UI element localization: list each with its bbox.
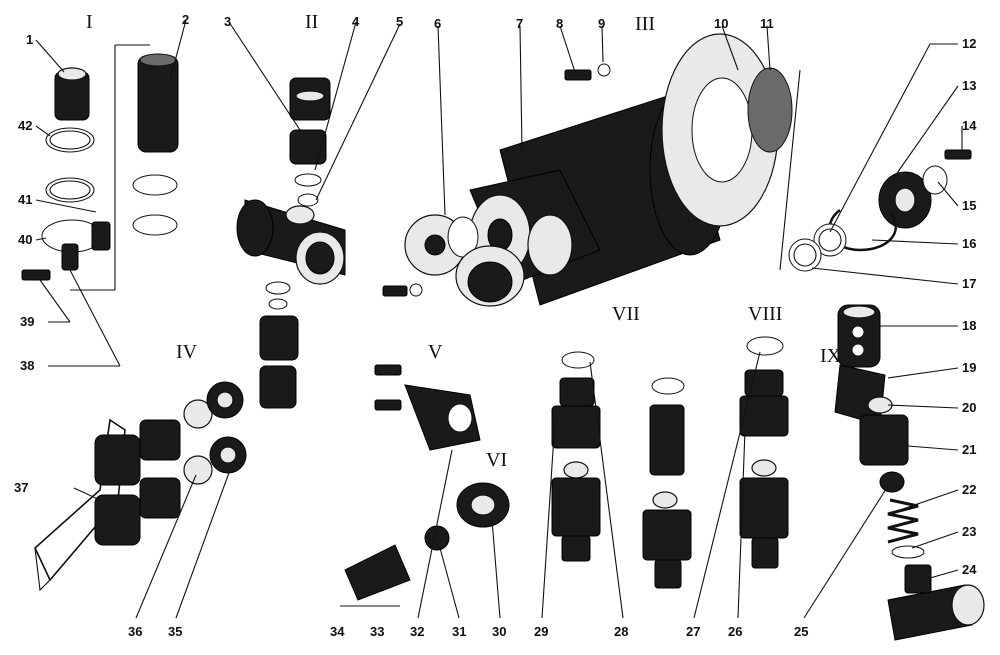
part-number-4: 4 xyxy=(352,14,360,29)
group-v-vi-parts xyxy=(344,364,510,601)
part-number-23: 23 xyxy=(962,524,976,539)
part-number-19: 19 xyxy=(962,360,976,375)
part-number-32: 32 xyxy=(410,624,424,639)
group-label-iv: IV xyxy=(176,341,198,363)
group-labels: I II III IV V VI VII VIII IX xyxy=(86,11,842,471)
part-number-22: 22 xyxy=(962,482,976,497)
leader-lines xyxy=(35,19,963,619)
part-number-21: 21 xyxy=(962,442,976,457)
part-number-39: 39 xyxy=(20,314,34,329)
part-number-26: 26 xyxy=(728,624,742,639)
part-number-10: 10 xyxy=(714,16,728,31)
part-number-5: 5 xyxy=(396,14,403,29)
part-number-34: 34 xyxy=(330,624,345,639)
part-number-38: 38 xyxy=(20,358,34,373)
part-number-2: 2 xyxy=(182,12,189,27)
group-label-vi: VI xyxy=(486,449,507,471)
part-number-11: 11 xyxy=(760,16,774,31)
part-number-33: 33 xyxy=(370,624,384,639)
part-number-6: 6 xyxy=(434,16,441,31)
part-number-37: 37 xyxy=(14,480,28,495)
part-numbers: 1 2 3 4 5 6 7 8 9 10 11 12 13 14 15 16 1… xyxy=(14,12,977,639)
part-number-25: 25 xyxy=(794,624,808,639)
part-number-18: 18 xyxy=(962,318,976,333)
group-label-ix: IX xyxy=(820,345,842,367)
group-label-ii: II xyxy=(305,11,318,33)
part-number-42: 42 xyxy=(18,118,32,133)
part-drawings xyxy=(21,33,985,641)
part-number-1: 1 xyxy=(26,32,33,47)
part-number-41: 41 xyxy=(18,192,32,207)
group-iv-parts xyxy=(34,381,247,592)
part-number-27: 27 xyxy=(686,624,700,639)
gear-and-rings-parts xyxy=(779,69,972,272)
part-number-20: 20 xyxy=(962,400,976,415)
part-number-17: 17 xyxy=(962,276,976,291)
group-ix-parts xyxy=(834,304,985,641)
part-number-36: 36 xyxy=(128,624,142,639)
part-number-14: 14 xyxy=(962,118,977,133)
part-number-40: 40 xyxy=(18,232,32,247)
part-number-28: 28 xyxy=(614,624,628,639)
group-i-parts xyxy=(21,44,179,291)
part-number-7: 7 xyxy=(516,16,523,31)
part-number-35: 35 xyxy=(168,624,182,639)
part-number-12: 12 xyxy=(962,36,976,51)
group-ii-parts xyxy=(236,77,346,409)
part-number-13: 13 xyxy=(962,78,976,93)
part-number-9: 9 xyxy=(598,16,605,31)
group-label-i: I xyxy=(86,11,93,33)
part-number-8: 8 xyxy=(556,16,563,31)
part-number-16: 16 xyxy=(962,236,976,251)
part-number-31: 31 xyxy=(452,624,466,639)
part-number-30: 30 xyxy=(492,624,506,639)
group-iii-parts xyxy=(382,33,793,307)
group-label-v: V xyxy=(428,341,443,363)
part-number-3: 3 xyxy=(224,14,231,29)
group-vii-viii-parts xyxy=(551,336,789,589)
part-number-24: 24 xyxy=(962,562,977,577)
group-label-viii: VIII xyxy=(748,303,782,325)
part-number-29: 29 xyxy=(534,624,548,639)
group-label-iii: III xyxy=(635,13,655,35)
group-label-vii: VII xyxy=(612,303,640,325)
part-number-15: 15 xyxy=(962,198,976,213)
